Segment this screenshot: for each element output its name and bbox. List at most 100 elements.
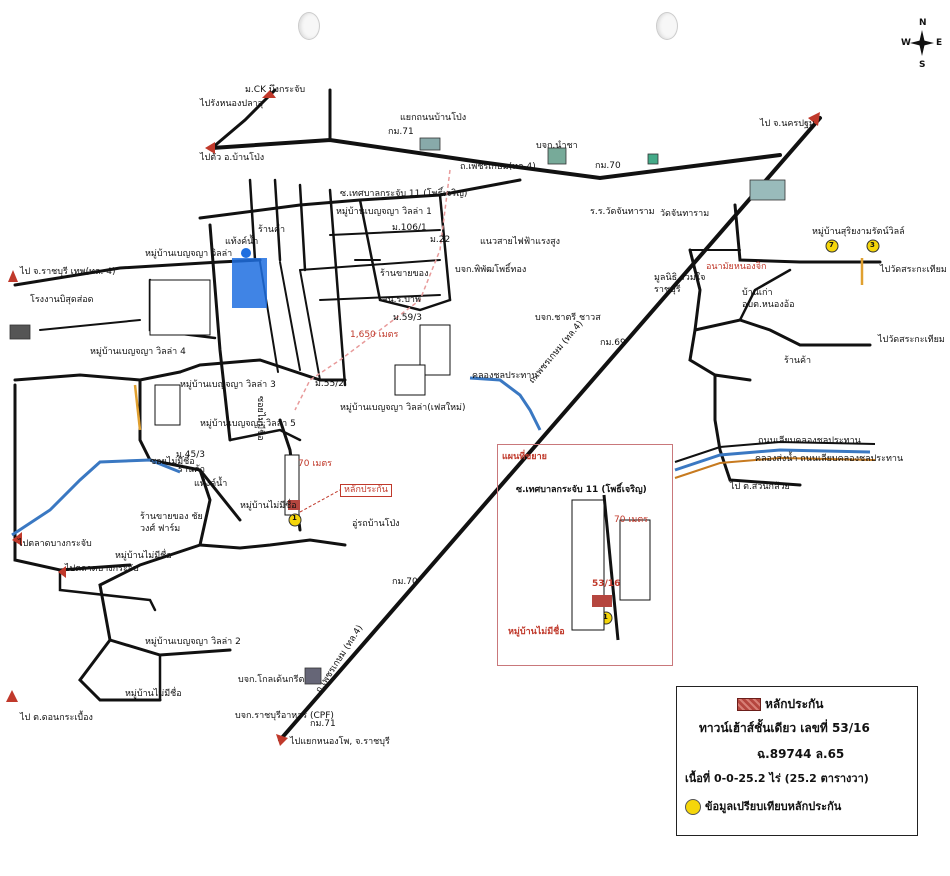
compass-w: W — [901, 38, 911, 48]
label-shop-right: ร้านค้า — [784, 356, 812, 366]
label-shop-left: ร้านค้า — [178, 465, 206, 475]
marker-c-num: 3 — [870, 241, 875, 249]
label-village-no-name2: หมู่บ้านไม่มีชื่อ — [115, 551, 172, 561]
label-dist-1650: 1,650 เมตร — [350, 330, 399, 340]
canal-road-right — [674, 440, 876, 479]
label-company-cpf: บจก.ราชบุรีอาหาร (CPF) — [235, 711, 334, 721]
inset-map: แผนที่ขยาย — [497, 444, 673, 666]
label-m106: ม.106/1 — [392, 223, 427, 233]
inset-collateral-plot — [592, 595, 612, 607]
punch-hole-right — [656, 12, 678, 40]
compass-n: N — [919, 18, 927, 28]
legend-comparison-dot — [685, 799, 701, 815]
label-canal-power: แนวสายไฟฟ้าแรงสูง — [480, 237, 561, 247]
label-sm-shop: สน.ร.บาพ — [382, 295, 421, 305]
label-m55: ม.55/2 — [315, 379, 345, 389]
label-canal-right: ถนนเลียบคลองชลประทาน — [758, 436, 861, 446]
label-village-no-name: หมู่บ้านไม่มีชื่อ — [240, 501, 297, 511]
label-village-villa3: หมู่บ้านเบญจญา วิลล่า 3 — [180, 380, 276, 390]
label-company-mid: บจก.ชาตรี ชาวส — [535, 313, 601, 323]
label-to-bang-krachap: ไปตลาดบางกระจับ — [18, 539, 92, 549]
inset-title: แผนที่ขยาย — [502, 452, 547, 462]
compass-e: E — [936, 38, 943, 48]
label-to-ratchaburi-left: ไป จ.ราชบุรี เทพ(ทล. 4) — [20, 267, 116, 277]
label-mall-ck: ม.CK บึงกระจับ — [245, 85, 306, 95]
canals — [11, 376, 871, 537]
legend-box: หลักประกัน ทาวน์เฮ้าส์ชั้นเดียว เลขที่ 5… — [676, 686, 918, 836]
inset-plot-label: 53/16 — [592, 579, 621, 589]
compass-s: S — [919, 60, 926, 70]
legend-row-comparison: ข้อมูลเปรียบเทียบหลักประกัน — [685, 797, 925, 815]
label-factory-left: โรงงานบิสุดส่อด — [30, 295, 94, 305]
label-km69: กม.69 — [600, 338, 626, 348]
label-to-ratchaburi-bottom: ไปแยกหนองโพ, จ.ราชบุรี — [290, 737, 390, 747]
building-icons — [9, 137, 786, 685]
label-canal-right2: คลองส่งน้ำ ถนนเลียบคลองชลประทาน — [755, 454, 904, 464]
inset-dist-label: 70 เมตร — [614, 515, 649, 525]
punch-hole-left — [298, 12, 320, 40]
direction-arrows — [6, 90, 820, 746]
label-dist-70: 70 เมตร — [298, 459, 333, 469]
inset-soi-label: ซ.เทศบาลกระจับ 11 (โพธิ์เจริญ) — [516, 485, 647, 495]
inset-road — [602, 494, 620, 641]
marker-a-num: 1 — [292, 514, 297, 522]
label-to-suan-kluai: ไป ต.สวนกล้วย — [730, 482, 790, 492]
label-village-villa2: หมู่บ้านเบญจญา วิลล่า 2 — [145, 637, 241, 647]
label-company-cpf-near: บจก.โกลเด้นกรีต — [238, 675, 305, 685]
label-shop-mid: ร้านขายของ — [380, 269, 429, 279]
label-m45: ม.45/3 — [176, 450, 206, 460]
label-temple: วัดจันทาราม — [660, 209, 710, 219]
inset-village-label: หมู่บ้านไม่มีชื่อ — [508, 627, 565, 637]
label-tambon-office: บ้านเก่า อบต.หนองอ้อ — [742, 288, 795, 310]
label-to-ban-pong: ไปตัว อ.บ้านโป่ง — [200, 153, 265, 163]
label-tour-bus: อู่รถบ้านโป่ง — [352, 519, 400, 529]
pond-area — [232, 258, 267, 308]
label-km70-top: กม.70 — [595, 161, 621, 171]
compass: N W E S — [898, 18, 946, 72]
label-village-right: หมู่บ้านสุริยงามรัตน์วิลล์ — [812, 227, 905, 237]
compass-rose-icon — [910, 30, 934, 56]
label-highway-top: ถ.เพชรเกษม(ทล.4) — [460, 162, 536, 172]
label-to-wat-sra-kaew2: ไปวัดสระกะเทียม — [878, 335, 945, 345]
distance-line — [299, 489, 341, 513]
legend-title: ทาวน์เฮ้าส์ชั้นเดียว เลขที่ 53/16 — [699, 721, 870, 735]
legend-deed: ฉ.89744 ล.65 — [757, 747, 845, 761]
label-village-villa1: หมู่บ้านเบญจญา วิลล่า 1 — [336, 207, 432, 217]
marker-b-num: 7 — [829, 241, 834, 249]
label-village-villa5: หมู่บ้านเบญจญา วิลล่า 5 — [200, 419, 296, 429]
label-ban-pong-junction: แยกถนนบ้านโป่ง — [400, 113, 467, 123]
label-shop-top: ร้านค้า — [258, 225, 286, 235]
label-m59: ม.59/3 — [393, 313, 423, 323]
label-company-top: บจก.นำชา — [536, 141, 578, 151]
label-soi-no-name-left: ซอยไม่มีชื่อ — [150, 457, 195, 467]
legend-area: เนื้อที่ 0-0-25.2 ไร่ (25.2 ตารางวา) — [685, 772, 869, 785]
label-new-canal: คลองชลประทาน — [472, 371, 538, 381]
collateral-plot — [288, 500, 300, 510]
inset-marker-num: 1 — [603, 613, 608, 621]
legend-row-collateral: หลักประกัน — [737, 695, 950, 714]
legend-comparison-text: ข้อมูลเปรียบเทียบหลักประกัน — [705, 800, 842, 813]
label-village-no-name3: หมู่บ้านไม่มีชื่อ — [125, 689, 182, 699]
label-council-hall: มูลนิธิ รวมใจราชบุรี — [654, 273, 706, 295]
orange-road-left — [133, 384, 142, 431]
label-to-rang-nong-plasom: ไปรังหนองปลาสุ — [200, 99, 264, 109]
label-tank-left: แท้งค์น้ำ — [194, 479, 228, 489]
tank-icon — [241, 248, 251, 258]
label-farm: ร้านขายของ ชัยวงศ์ ฟาร์ม — [140, 512, 203, 534]
marker-circles — [288, 239, 880, 625]
label-village-villa-new: หมู่บ้านเบญจญา วิลล่า(เฟสใหม่) — [340, 403, 466, 413]
legend-collateral-text: หลักประกัน — [765, 697, 824, 711]
label-to-bang-krachap2: ไปตลาดบางกระจับ — [65, 564, 139, 574]
label-school: ร.ร.วัดจันทาราม — [590, 207, 655, 217]
label-mansion: แท้งค์น้ำ — [225, 237, 259, 247]
power-line — [294, 169, 451, 411]
legend-collateral-swatch — [737, 698, 761, 711]
label-village-villa: หมู่บ้านเบญจญา วิลล่า — [145, 249, 233, 259]
label-to-nakhon-pathom: ไป จ.นครปฐม — [760, 119, 815, 129]
label-to-don-kra-mueang: ไป ต.ดอนกระเบื้อง — [20, 713, 93, 723]
label-km70-bottom: กม.70 — [392, 577, 418, 587]
label-hospital: อนามัยหนองจิก — [706, 262, 767, 272]
label-m22: ม.22 — [430, 235, 451, 245]
inset-rows — [571, 499, 651, 631]
